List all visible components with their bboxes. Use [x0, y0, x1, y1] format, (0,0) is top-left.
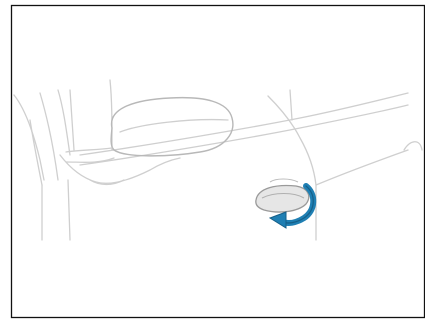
- illustration-frame: [0, 0, 425, 322]
- car-door-illustration: [0, 0, 425, 322]
